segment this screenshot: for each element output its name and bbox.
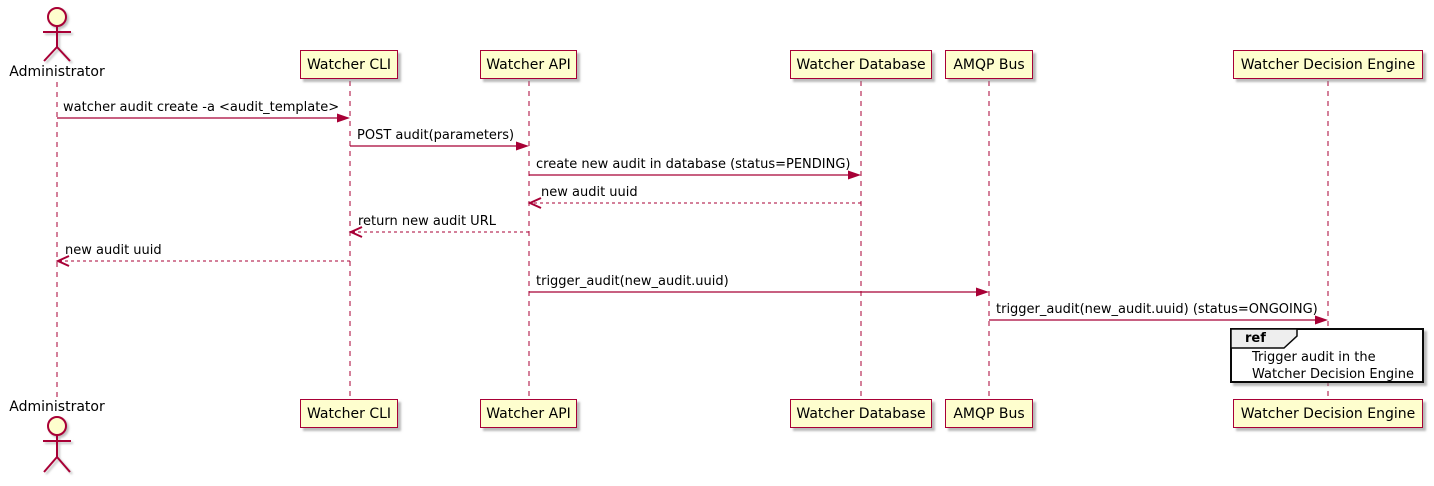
participant-amqp-bus-bottom: AMQP Bus: [945, 399, 1033, 428]
ref-text-line-1: Trigger audit in the: [1252, 350, 1376, 365]
ref-fragment: ref Trigger audit in the Watcher Decisio…: [1230, 328, 1424, 383]
message-arrow-3: [529, 170, 861, 180]
message-arrow-8: [989, 315, 1328, 325]
message-arrow-5: [348, 226, 529, 238]
message-label-4: new audit uuid: [541, 185, 638, 200]
actor-label-administrator-top: Administrator: [9, 64, 105, 80]
actor-head: [47, 416, 67, 436]
participant-watcher-decision-engine-bottom: Watcher Decision Engine: [1233, 399, 1423, 428]
message-label-8: trigger_audit(new_audit.uuid) (status=ON…: [996, 302, 1318, 317]
message-arrow-2: [350, 141, 529, 151]
message-arrow-7: [529, 287, 989, 297]
message-label-2: POST audit(parameters): [357, 128, 515, 143]
message-label-6: new audit uuid: [65, 243, 162, 258]
participant-watcher-api-bottom: Watcher API: [480, 399, 577, 428]
message-label-1: watcher audit create -a <audit_template>: [63, 100, 340, 115]
lifelines: [56, 81, 1329, 398]
actor-figure-administrator-top: [43, 7, 71, 62]
participant-watcher-database-top: Watcher Database: [790, 50, 932, 79]
ref-header-pentagon: [1231, 329, 1298, 349]
participant-amqp-bus-top: AMQP Bus: [945, 50, 1033, 79]
participant-watcher-api-top: Watcher API: [480, 50, 577, 79]
ref-keyword: ref: [1245, 331, 1266, 346]
actor-label-administrator-bottom: Administrator: [9, 399, 105, 415]
actor-figure-administrator-bottom: [43, 416, 71, 473]
message-arrows: [55, 113, 1328, 325]
participant-watcher-database-bottom: Watcher Database: [790, 399, 932, 428]
participant-watcher-cli-top: Watcher CLI: [300, 50, 398, 79]
message-label-5: return new audit URL: [358, 214, 496, 229]
actor-head: [47, 7, 67, 27]
message-arrow-6: [55, 255, 350, 267]
message-arrow-1: [57, 113, 350, 123]
message-arrow-4: [527, 197, 861, 209]
ref-text-line-2: Watcher Decision Engine: [1252, 367, 1414, 382]
message-label-7: trigger_audit(new_audit.uuid): [536, 274, 729, 289]
message-label-3: create new audit in database (status=PEN…: [536, 157, 851, 172]
participant-watcher-cli-bottom: Watcher CLI: [300, 399, 398, 428]
participant-watcher-decision-engine-top: Watcher Decision Engine: [1233, 50, 1423, 79]
